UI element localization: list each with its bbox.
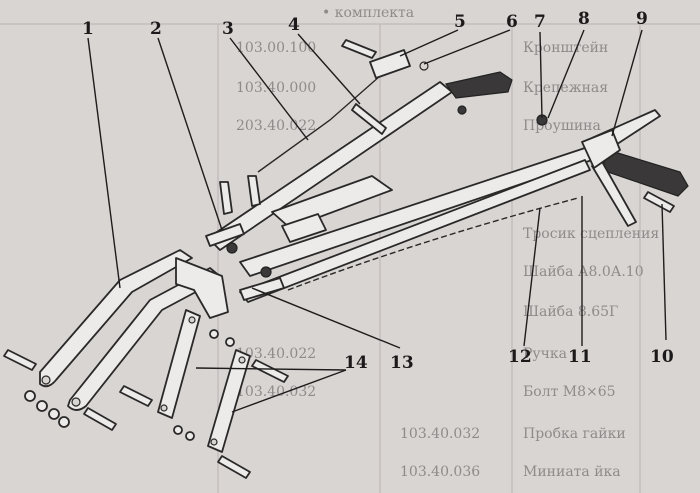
background-code-6: 103.40.032 — [400, 426, 480, 442]
background-row-1: Кронштейн — [523, 40, 608, 56]
callout-12: 12 — [508, 347, 532, 367]
background-row-8: Болт М8×65 — [523, 384, 616, 400]
handle-frame — [205, 39, 689, 303]
callout-14: 14 — [344, 353, 368, 373]
background-row-9: Пробка гайки — [523, 426, 626, 442]
callout-3: 3 — [222, 19, 234, 39]
callout-9: 9 — [636, 9, 648, 29]
background-row-10: Миниата йка — [523, 464, 621, 480]
front-bracket — [3, 249, 229, 431]
background-row-2: Крепежная — [523, 80, 608, 96]
leader-lines — [87, 29, 667, 413]
callout-8: 8 — [578, 9, 590, 29]
callout-10: 10 — [650, 347, 674, 367]
link-plates — [119, 309, 289, 479]
callout-6: 6 — [506, 12, 518, 32]
callout-11: 11 — [568, 347, 592, 367]
callout-labels: 1 2 3 4 5 6 7 8 9 10 11 12 13 14 — [82, 9, 674, 373]
background-code-5: 103.40.032 — [236, 384, 316, 400]
background-code-4: 103.40.022 — [236, 346, 316, 362]
callout-5: 5 — [454, 12, 466, 32]
background-code-2: 103.40.000 — [236, 80, 316, 96]
background-row-4: Тросик сцепления — [523, 226, 659, 242]
background-header: • комплекта — [322, 5, 414, 21]
background-row-6: Шайба 8.65Г — [523, 304, 618, 320]
callout-13: 13 — [390, 353, 414, 373]
background-code-3: 203.40.022 — [236, 118, 316, 134]
callout-2: 2 — [150, 19, 162, 39]
background-code-7: 103.40.036 — [400, 464, 480, 480]
background-row-7: Ручка — [523, 346, 567, 362]
callout-7: 7 — [534, 12, 546, 32]
background-code-1: 103.00.100 — [236, 40, 316, 56]
background-row-3: Проушина — [523, 118, 601, 134]
background-table: • комплекта Кронштейн Крепежная Проушина… — [0, 5, 700, 493]
callout-1: 1 — [82, 19, 94, 39]
callout-4: 4 — [288, 15, 300, 35]
background-row-5: Шайба А8.0А.10 — [523, 264, 644, 280]
